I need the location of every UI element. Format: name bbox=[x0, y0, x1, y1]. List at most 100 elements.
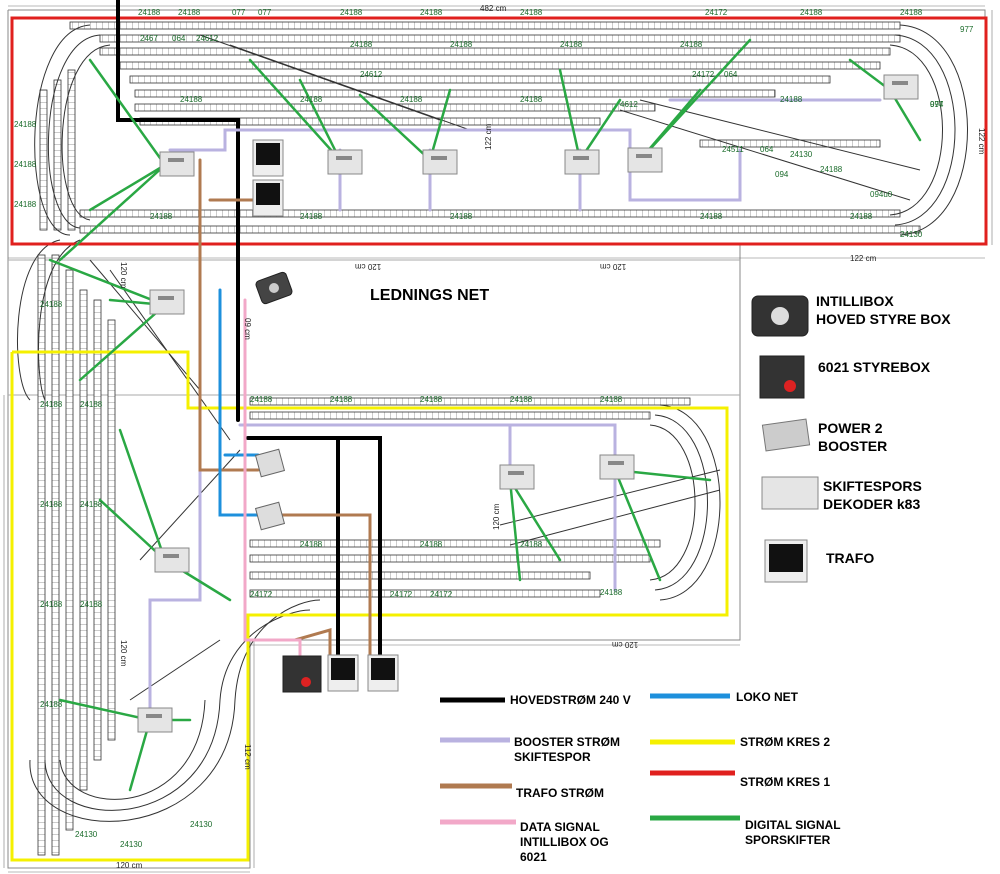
track-code-label: 24172 bbox=[390, 590, 413, 599]
track-switch-branch bbox=[89, 259, 201, 391]
wire-booster-power bbox=[168, 128, 742, 202]
track-code-label: 24172 bbox=[692, 70, 715, 79]
legend-circuit2-label: STRØM KRES 2 bbox=[740, 735, 831, 749]
trafo-3 bbox=[327, 654, 359, 692]
legend-digital-signal-label: DIGITAL SIGNAL SPORSKIFTER bbox=[745, 818, 841, 847]
track-code-label: 24188 bbox=[300, 540, 323, 549]
track-segment bbox=[51, 254, 60, 856]
track-code-label: 24188 bbox=[340, 8, 363, 17]
decoder-label-plate bbox=[573, 156, 589, 160]
track-code-label: 2467 bbox=[140, 34, 158, 43]
wire-main-power bbox=[246, 436, 382, 657]
trafo-top bbox=[256, 183, 280, 205]
trafo-top bbox=[331, 658, 355, 680]
track-segment bbox=[119, 61, 881, 70]
dim-right-lower: 112 cm bbox=[243, 744, 252, 770]
track-segment bbox=[134, 103, 656, 112]
decoder-label-plate bbox=[336, 156, 352, 160]
track-segment bbox=[107, 319, 116, 741]
power2-booster-1 bbox=[254, 448, 286, 478]
decoder-label-plate bbox=[163, 554, 179, 558]
wire-trafo-power bbox=[280, 513, 372, 657]
k83-decoder-3 bbox=[422, 149, 458, 175]
track-code-label: 24612 bbox=[360, 70, 383, 79]
line-legend-swatches bbox=[440, 693, 740, 825]
trafo-top bbox=[256, 143, 280, 165]
track-code-label: 094 bbox=[775, 170, 789, 179]
track-segment bbox=[249, 539, 661, 548]
track-code-label: 24188 bbox=[420, 540, 443, 549]
track-layout bbox=[37, 21, 921, 856]
legend-circuit1-label: STRØM KRES 1 bbox=[740, 775, 831, 789]
track-code-label: 24188 bbox=[80, 400, 103, 409]
track-code-label: 24188 bbox=[780, 95, 803, 104]
decoder-label-plate bbox=[636, 154, 652, 158]
track-code-label: 24188 bbox=[14, 160, 37, 169]
decoder-body bbox=[422, 149, 458, 175]
track-code-label: 24188 bbox=[520, 540, 543, 549]
legend-trafo-power-label: TRAFO STRØM bbox=[516, 786, 604, 800]
decoder-body bbox=[883, 74, 919, 100]
wire-digital-signal bbox=[88, 163, 167, 212]
track-segment bbox=[67, 69, 76, 231]
track-code-label: 24188 bbox=[150, 212, 173, 221]
decoder-label-plate bbox=[146, 714, 162, 718]
wire-digital-signal bbox=[613, 468, 662, 582]
dimension-lines bbox=[3, 5, 993, 873]
legend-mainpower-label: HOVEDSTRØM 240 V bbox=[510, 693, 631, 707]
decoder-icon bbox=[761, 476, 819, 510]
track-code-label: 977 bbox=[960, 25, 974, 34]
wire-digital-signal bbox=[428, 88, 452, 162]
track-code-label: 24188 bbox=[40, 300, 63, 309]
decoder-icon-body bbox=[761, 476, 819, 510]
control-6021-icon bbox=[759, 355, 805, 399]
control-6021-icon-body bbox=[759, 355, 805, 399]
control-6021-body bbox=[282, 655, 322, 693]
track-code-label: 24188 bbox=[14, 200, 37, 209]
wire-digital-signal bbox=[118, 428, 167, 562]
decoder-body bbox=[627, 147, 663, 173]
decoder-label-plate bbox=[158, 296, 174, 300]
trafo-2 bbox=[252, 179, 284, 217]
circuit-1-border bbox=[10, 16, 988, 246]
dim-mid-a: 120 cm bbox=[355, 262, 382, 271]
k83-decoder-8 bbox=[499, 464, 535, 490]
power2-booster-2 bbox=[254, 501, 286, 531]
dim-left-vertical: 120 cm bbox=[119, 262, 128, 289]
wire-digital-signal bbox=[298, 78, 342, 162]
track-code-label: 24188 bbox=[350, 40, 373, 49]
track-code-label: 064 bbox=[760, 145, 774, 154]
k83-decoder-2 bbox=[327, 149, 363, 175]
dim-bottom: 120 cm bbox=[116, 861, 143, 870]
track-segment bbox=[79, 225, 921, 234]
track-code-label: 24188 bbox=[600, 395, 623, 404]
legend-6021-label: 6021 STYREBOX bbox=[818, 359, 931, 375]
track-code-label: 24130 bbox=[120, 840, 143, 849]
wiring bbox=[48, 0, 922, 792]
k83-decoder-4 bbox=[564, 149, 600, 175]
track-switch-branch bbox=[139, 449, 241, 561]
track-code-label: 24188 bbox=[138, 8, 161, 17]
track-code-label: 094u0 bbox=[870, 190, 893, 199]
track-code-label: 4612 bbox=[620, 100, 638, 109]
wire-data-signal bbox=[243, 298, 302, 657]
legend-trafo-label: TRAFO bbox=[826, 550, 875, 566]
track-code-label: 077 bbox=[258, 8, 272, 17]
track-code-label: 24188 bbox=[450, 212, 473, 221]
dim-lower-bottom: 120 cm bbox=[612, 640, 639, 649]
k83-decoder-9 bbox=[599, 454, 635, 480]
track-code-label: 24188 bbox=[40, 700, 63, 709]
wire-digital-signal bbox=[88, 58, 167, 167]
track-segment bbox=[93, 299, 102, 761]
track-code-label: 24188 bbox=[800, 8, 823, 17]
wire-digital-signal bbox=[508, 478, 562, 562]
circuit-2-border bbox=[10, 350, 729, 862]
decoder-body bbox=[327, 149, 363, 175]
control-6021-knob bbox=[301, 677, 311, 687]
dim-right-height: 122 cm bbox=[977, 128, 986, 155]
wire-booster-power bbox=[148, 288, 202, 722]
legend-lokonet-label: LOKO NET bbox=[736, 690, 798, 704]
booster-icon-body bbox=[761, 418, 811, 452]
track-code-label: 24188 bbox=[520, 8, 543, 17]
track-code-label: 24188 bbox=[330, 395, 353, 404]
